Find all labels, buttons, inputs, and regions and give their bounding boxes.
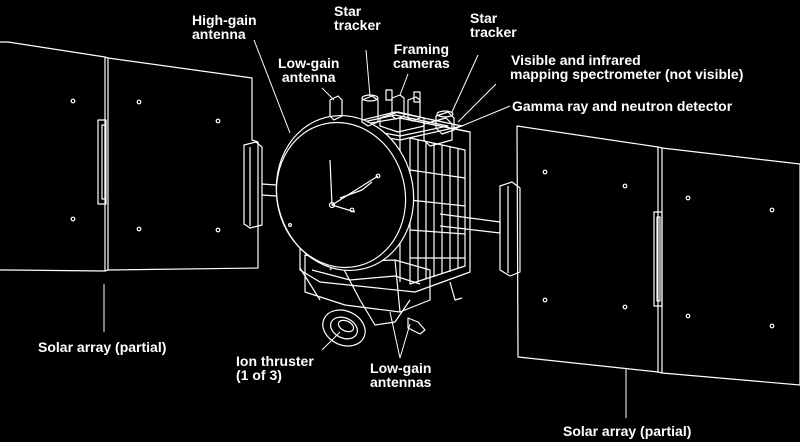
- star-tracker-2-shape: [435, 110, 455, 135]
- label-low-gain-antennas-line1: Low-gain: [370, 360, 432, 376]
- label-low-gain-antenna-line1: Low-gain: [278, 55, 340, 71]
- label-solar-array-left-text: Solar array (partial): [38, 339, 167, 355]
- label-vir-spectrometer-line2: mapping spectrometer (not visible): [510, 66, 744, 82]
- label-vir-spectrometer: Visible and infrared mapping spectromete…: [510, 53, 743, 81]
- label-high-gain-antenna-line2: antenna: [192, 26, 246, 42]
- label-framing-cameras: Framing cameras: [393, 42, 450, 70]
- framing-cameras-shape: [379, 89, 425, 133]
- label-ion-thruster: Ion thruster (1 of 3): [236, 354, 314, 382]
- label-star-tracker-1-line1: Star: [334, 3, 362, 19]
- solar-array-right: [516, 125, 800, 386]
- solar-array-left: [0, 41, 259, 272]
- label-solar-array-left: Solar array (partial): [38, 340, 166, 354]
- grand-shape: [423, 117, 453, 147]
- label-star-tracker-1-line2: tracker: [334, 17, 381, 33]
- label-low-gain-antenna: Low-gain antenna: [278, 56, 339, 84]
- high-gain-antenna-dish: [275, 114, 415, 272]
- label-solar-array-right: Solar array (partial): [563, 424, 691, 438]
- leader-lines: [103, 39, 627, 418]
- label-high-gain-antenna: High-gain antenna: [192, 13, 257, 41]
- ion-thruster-shape: [322, 309, 366, 347]
- label-grand-text: Gamma ray and neutron detector: [512, 98, 733, 114]
- label-ion-thruster-line2: (1 of 3): [236, 367, 282, 383]
- label-framing-cameras-line2: cameras: [393, 55, 450, 71]
- label-vir-spectrometer-line1: Visible and infrared: [511, 52, 641, 68]
- label-solar-array-right-text: Solar array (partial): [563, 423, 692, 439]
- label-star-tracker-1: Star tracker: [334, 4, 381, 32]
- label-gamma-ray-neutron-detector: Gamma ray and neutron detector: [512, 99, 732, 113]
- label-framing-cameras-line1: Framing: [393, 41, 450, 57]
- solar-array-right-yoke: [439, 181, 521, 277]
- label-star-tracker-2-line2: tracker: [470, 24, 517, 40]
- label-high-gain-antenna-line1: High-gain: [192, 12, 257, 28]
- label-low-gain-antennas-line2: antennas: [370, 374, 432, 390]
- label-low-gain-antennas: Low-gain antennas: [370, 361, 431, 389]
- label-ion-thruster-line1: Ion thruster: [236, 353, 314, 369]
- label-low-gain-antenna-line2: antenna: [281, 69, 336, 85]
- low-gain-antenna-top-shape: [329, 95, 343, 121]
- label-star-tracker-2-line1: Star: [470, 10, 498, 26]
- label-star-tracker-2: Star tracker: [470, 11, 517, 39]
